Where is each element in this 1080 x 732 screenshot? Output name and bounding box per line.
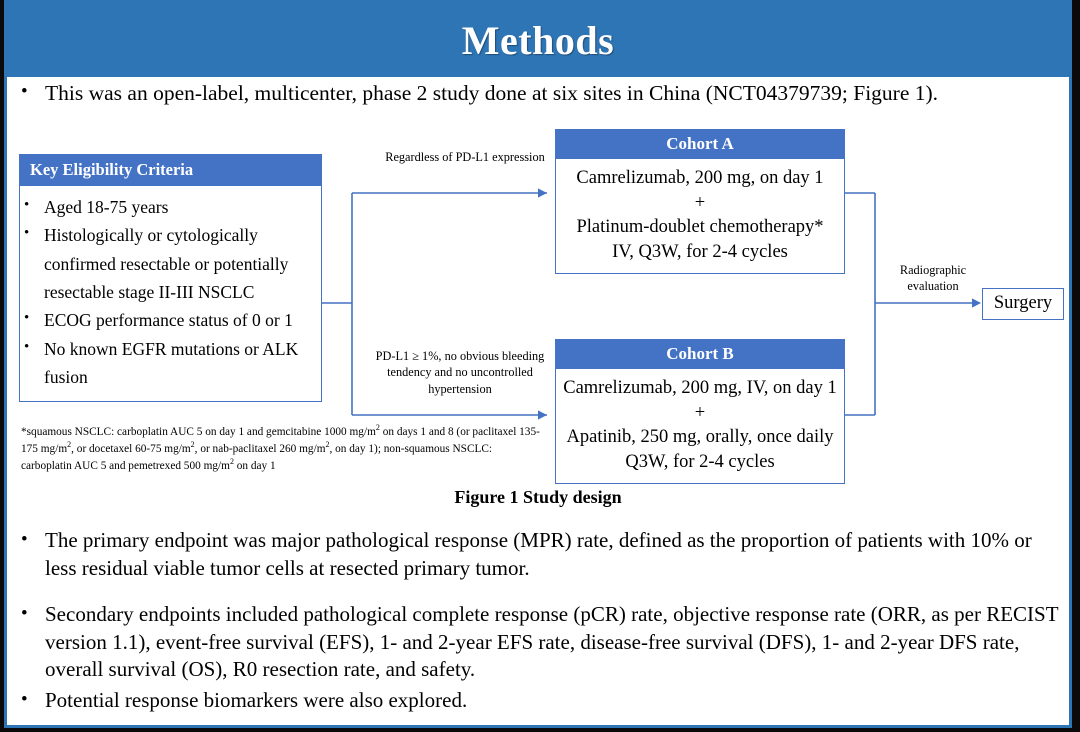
cohort-b-line: +: [694, 402, 706, 423]
bullet-text: The primary endpoint was major pathologi…: [45, 528, 1032, 580]
footnote-part: *squamous NSCLC: carboplatin AUC 5 on da…: [21, 425, 376, 438]
bullet-marker: •: [21, 81, 28, 102]
cohort-b-card: Cohort B Camrelizumab, 200 mg, IV, on da…: [555, 339, 845, 485]
bullet-marker: •: [24, 197, 30, 213]
slide: Methods • This was an open-label, multic…: [4, 0, 1072, 728]
cohort-b-line: Q3W, for 2-4 cycles: [625, 451, 775, 472]
cohort-a-card: Cohort A Camrelizumab, 200 mg, on day 1 …: [555, 129, 845, 275]
bullet-marker: •: [21, 529, 28, 550]
cohort-b-line: Camrelizumab, 200 mg, IV, on day 1: [563, 378, 837, 398]
bullet-marker: •: [24, 225, 30, 242]
cohort-a-line: IV, Q3W, for 2-4 cycles: [612, 241, 788, 262]
eligibility-header: Key Eligibility Criteria: [20, 155, 321, 186]
connector-label-radiographic-evaluation: Radiographic evaluation: [899, 263, 967, 294]
connector-label-pdl1-any: Regardless of PD-L1 expression: [385, 150, 545, 164]
page-title: Methods: [461, 17, 615, 63]
bullet-primary-endpoint: • The primary endpoint was major patholo…: [21, 527, 1063, 582]
eligibility-card: Key Eligibility Criteria • Aged 18-75 ye…: [19, 154, 322, 403]
footnote-superscript: 2: [67, 440, 72, 450]
list-item: • Aged 18-75 years: [24, 193, 315, 221]
footnote-superscript: 2: [325, 440, 330, 450]
footnote-part: on days 1 and 8 (or paclitaxel 135-175 m…: [21, 425, 540, 455]
lead-bullet: • This was an open-label, multicenter, p…: [21, 79, 1061, 107]
bullet-text: Potential response biomarkers were also …: [45, 688, 468, 712]
footnote-part: on day 1: [233, 459, 276, 472]
bullet-marker: •: [24, 310, 30, 327]
list-item: • ECOG performance status of 0 or 1: [24, 306, 315, 334]
cohort-b-header: Cohort B: [556, 340, 844, 369]
cohort-b-line: Apatinib, 250 mg, orally, once daily: [566, 427, 834, 448]
cohort-a-line: Camrelizumab, 200 mg, on day 1: [576, 168, 824, 188]
lead-bullet-text: This was an open-label, multicenter, pha…: [45, 81, 939, 105]
footnote-part: , or docetaxel 60-75 mg/m: [71, 442, 191, 455]
cohort-a-body: Camrelizumab, 200 mg, on day 1 + Platinu…: [556, 159, 844, 273]
bullet-marker: •: [21, 603, 28, 624]
bullet-marker: •: [21, 689, 28, 710]
connector-label-pdl1-positive: PD-L1 ≥ 1%, no obvious bleeding tendency…: [375, 349, 545, 396]
list-item-label: No known EGFR mutations or ALK fusion: [44, 338, 299, 388]
cohort-b-body: Camrelizumab, 200 mg, IV, on day 1 + Apa…: [556, 369, 844, 483]
footnote-superscript: 2: [190, 440, 195, 450]
surgery-box: Surgery: [982, 288, 1064, 320]
bullet-marker: •: [24, 338, 30, 355]
eligibility-list: • Aged 18-75 years • Histologically or c…: [20, 186, 321, 401]
bullet-biomarkers: • Potential response biomarkers were als…: [21, 687, 1063, 715]
footnote-part: , on day 1); non-squamous NSCLC: carbopl…: [21, 442, 493, 472]
list-item-label: Histologically or cytologically confirme…: [44, 225, 289, 303]
cohort-a-line: Platinum-doublet chemotherapy*: [576, 217, 824, 238]
chemotherapy-footnote: *squamous NSCLC: carboplatin AUC 5 on da…: [21, 423, 541, 474]
cohort-a-line: +: [694, 192, 706, 213]
bullet-text: Secondary endpoints included pathologica…: [45, 602, 1059, 682]
footnote-superscript: 2: [375, 423, 380, 432]
list-item: • No known EGFR mutations or ALK fusion: [24, 335, 315, 392]
bullet-secondary-endpoints: • Secondary endpoints included pathologi…: [21, 601, 1063, 684]
slide-title-bar: Methods: [7, 3, 1069, 77]
study-design-figure: Key Eligibility Criteria • Aged 18-75 ye…: [7, 115, 1069, 515]
list-item-label: Aged 18-75 years: [44, 197, 169, 217]
list-item: • Histologically or cytologically confir…: [24, 221, 315, 306]
footnote-superscript: 2: [229, 457, 234, 467]
cohort-a-header: Cohort A: [556, 130, 844, 159]
figure-caption: Figure 1 Study design: [454, 487, 622, 507]
list-item-label: ECOG performance status of 0 or 1: [44, 310, 293, 331]
footnote-part: , or nab-paclitaxel 260 mg/m: [194, 442, 326, 455]
